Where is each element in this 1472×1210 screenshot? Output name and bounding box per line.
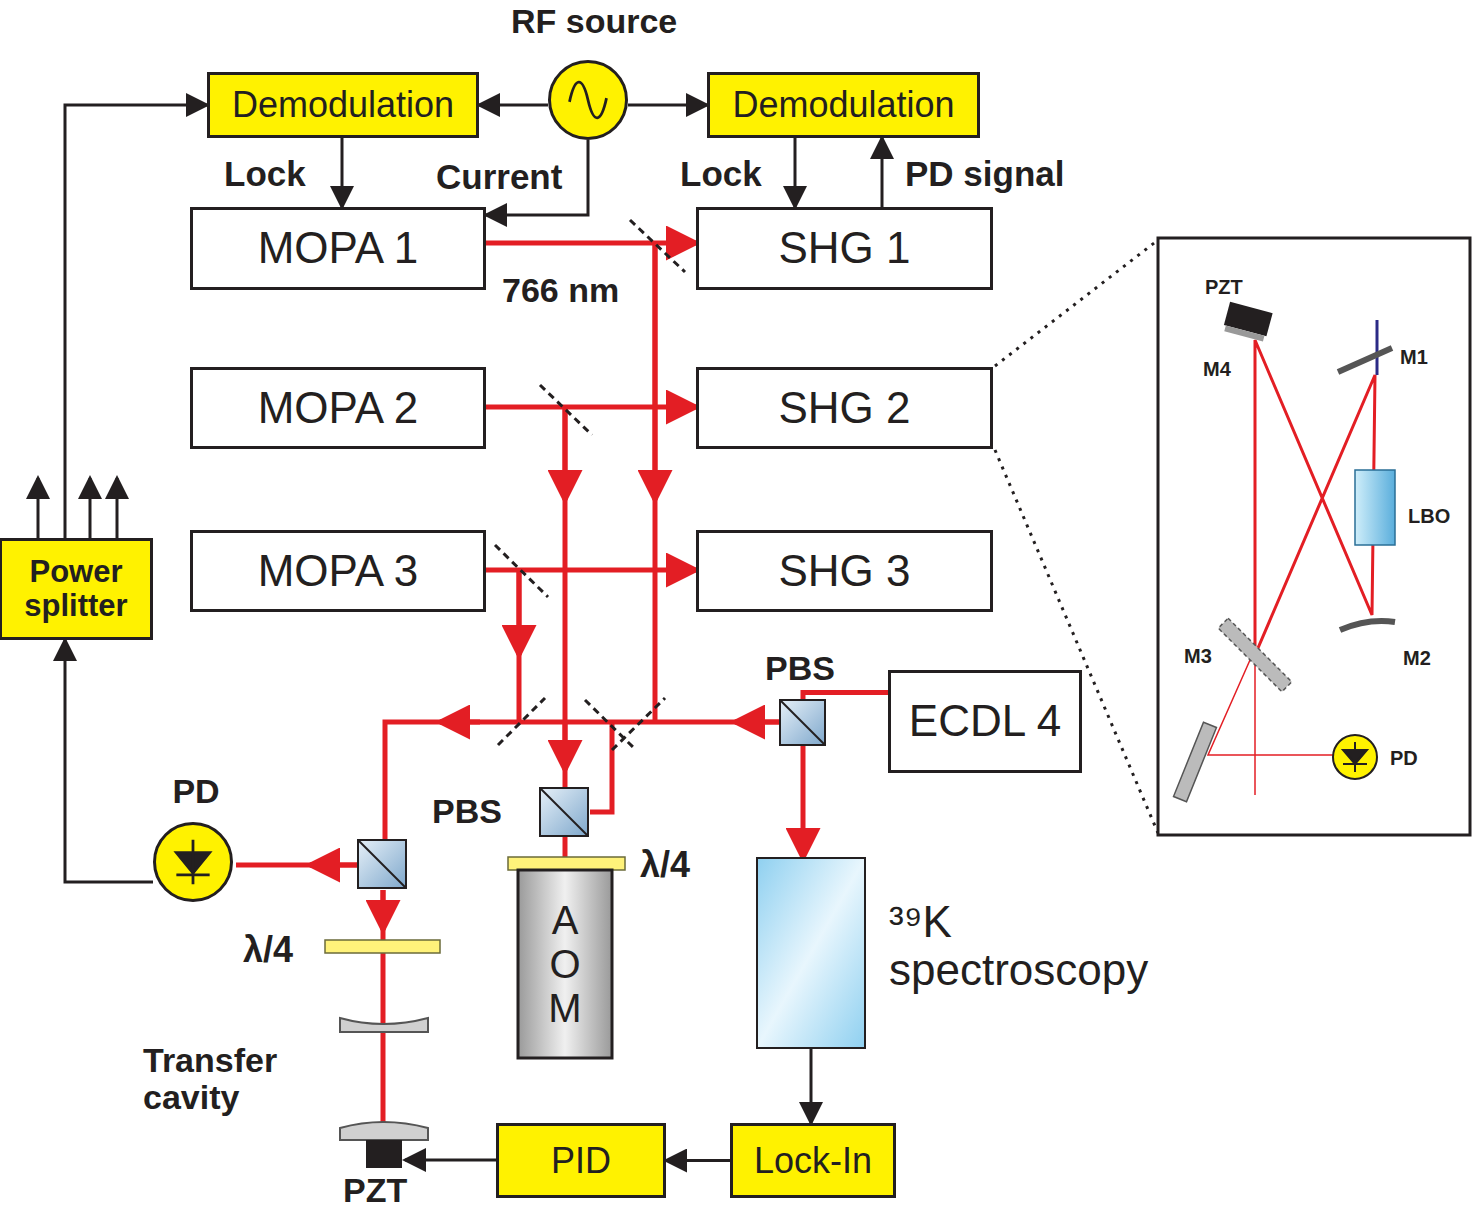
node-label: MOPA 3 <box>258 547 419 595</box>
laser-beam <box>486 405 696 410</box>
demodulator-box: Demodulation <box>207 72 479 138</box>
edge-label: Lock <box>680 155 762 194</box>
part-label: PBS <box>765 650 835 687</box>
sine-symbol <box>551 63 625 137</box>
signal-wire <box>628 104 707 107</box>
part-label: PD <box>1390 747 1418 769</box>
laser-beam <box>486 241 696 246</box>
node-label: SHG 2 <box>778 384 910 432</box>
signal-wire <box>479 104 548 107</box>
laser-box: MOPA 3 <box>190 530 486 612</box>
signal-wire <box>810 1048 813 1123</box>
pid-box: PID <box>496 1123 666 1198</box>
photodiode: PD <box>153 822 233 902</box>
part-label: M3 <box>1184 645 1212 667</box>
part-label: Transfer cavity <box>143 1042 353 1117</box>
part-label: PBS <box>432 793 502 830</box>
node-label: SHG 1 <box>778 224 910 272</box>
part-label: M4 <box>1203 358 1231 380</box>
signal-wire <box>881 138 884 207</box>
part-label: PZT <box>1205 276 1243 298</box>
part-label: LBO <box>1408 505 1450 527</box>
node-label: Demodulation <box>732 85 954 125</box>
node-label: Demodulation <box>232 85 454 125</box>
part-label: λ/4 <box>640 845 690 885</box>
node-label: PD <box>136 773 256 810</box>
power-splitter: Power splitter <box>0 538 153 640</box>
node-label: SHG 3 <box>778 547 910 595</box>
node-label: PID <box>551 1141 611 1181</box>
signal-wire <box>65 105 207 538</box>
shg-box: SHG 2 <box>696 367 993 449</box>
part-label: λ/4 <box>243 930 293 970</box>
laser-box: MOPA 2 <box>190 367 486 449</box>
signal-wire <box>65 640 153 882</box>
aom: AOM <box>518 870 612 1058</box>
part-label: M1 <box>1400 346 1428 368</box>
laser-box: MOPA 1 <box>190 207 486 290</box>
signal-wire <box>341 138 344 207</box>
spectroscopy-cell: ³⁹K spectroscopy <box>757 858 865 1048</box>
node-label: MOPA 2 <box>258 384 419 432</box>
part-label: PZT <box>343 1172 407 1209</box>
part-label: M2 <box>1403 647 1431 669</box>
shg-box: SHG 1 <box>696 207 993 290</box>
demodulator-box: Demodulation <box>707 72 980 138</box>
node-label: Lock-In <box>754 1141 872 1181</box>
edge-label: PD signal <box>905 155 1064 194</box>
laser-box: ECDL 4 <box>888 670 1082 773</box>
node-label: Power splitter <box>7 555 145 623</box>
signal-wire <box>666 1159 730 1162</box>
edge-label: Lock <box>224 155 306 194</box>
node-label: AOM <box>545 898 585 1030</box>
node-label: MOPA 1 <box>258 224 419 272</box>
diode-symbol <box>156 825 230 899</box>
node-label: ECDL 4 <box>909 697 1061 745</box>
edge-label: Current <box>436 158 562 197</box>
node-label: ³⁹K spectroscopy <box>889 898 1199 995</box>
part-label: 766 nm <box>502 272 619 309</box>
signal-wire <box>794 138 797 207</box>
rf-source: RF source <box>548 60 628 140</box>
node-label: RF source <box>511 3 671 40</box>
lockin-box: Lock-In <box>730 1123 896 1198</box>
shg-box: SHG 3 <box>696 530 993 612</box>
